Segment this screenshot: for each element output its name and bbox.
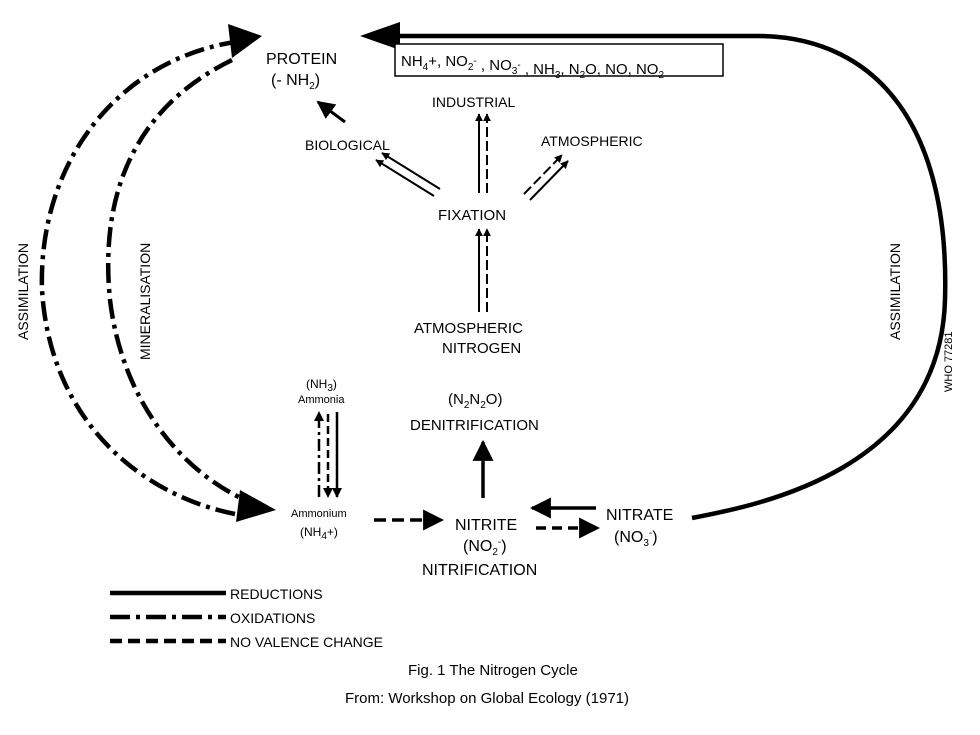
ammonia-name: Ammonia [298,394,345,406]
figure-caption: Fig. 1 The Nitrogen Cycle [408,662,578,679]
biological-label: BIOLOGICAL [305,137,390,153]
ammonium-name: Ammonium [291,508,347,520]
legend-reductions-label: REDUCTIONS [230,586,323,602]
mineralisation-arrowhead [236,490,276,522]
assimilation-left-label: ASSIMILATION [15,243,31,340]
protein-label: PROTEIN [266,51,337,68]
nitrate-formula: (NO3-) [614,528,658,549]
atmospheric-nitrogen-line1: ATMOSPHERIC [414,320,523,337]
ammonium-formula: (NH4+) [300,525,338,542]
assimilation-right-label: ASSIMILATION [887,243,903,340]
assimilation-left-arrow [39,39,236,517]
nitrite-formula: (NO2-) [463,537,507,558]
assimilation-right-arrow [395,33,948,521]
legend-no-valence-label: NO VALENCE CHANGE [230,634,383,650]
legend-oxidations-label: OXIDATIONS [230,610,315,626]
legend: REDUCTIONS OXIDATIONS NO VALENCE CHANGE [110,586,383,650]
industrial-label: INDUSTRIAL [432,94,515,110]
denitrification-label: DENITRIFICATION [410,417,539,434]
protein-formula: (- NH2) [271,72,320,92]
fixation-label: FIXATION [438,207,506,224]
assimilation-right-arrowhead [360,22,400,50]
denitrification-formula: (N2N2O) [448,391,502,411]
nitrite-name: NITRITE [455,517,517,534]
ammonia-formula: (NH3) [306,377,337,394]
mineralisation-arrow [105,57,246,503]
atmospheric-nitrogen-line2: NITROGEN [442,340,521,357]
mineralisation-label: MINERALISATION [137,243,153,360]
fixation-to-biological-dashed [381,152,441,190]
nitrate-name: NITRATE [606,507,673,524]
compounds-box [394,43,724,77]
atmospheric-label: ATMOSPHERIC [541,133,643,149]
biological-to-protein-arrow [316,100,346,124]
assimilation-left-arrowhead [228,24,262,58]
fixation-to-atmospheric-solid [523,154,563,195]
who-code: WHO 77281 [943,331,955,392]
nitrification-label: NITRIFICATION [422,562,537,579]
fixation-to-atmospheric-dashed [529,160,569,201]
fixation-to-biological-solid [375,159,435,197]
figure-source: From: Workshop on Global Ecology (1971) [345,690,629,707]
